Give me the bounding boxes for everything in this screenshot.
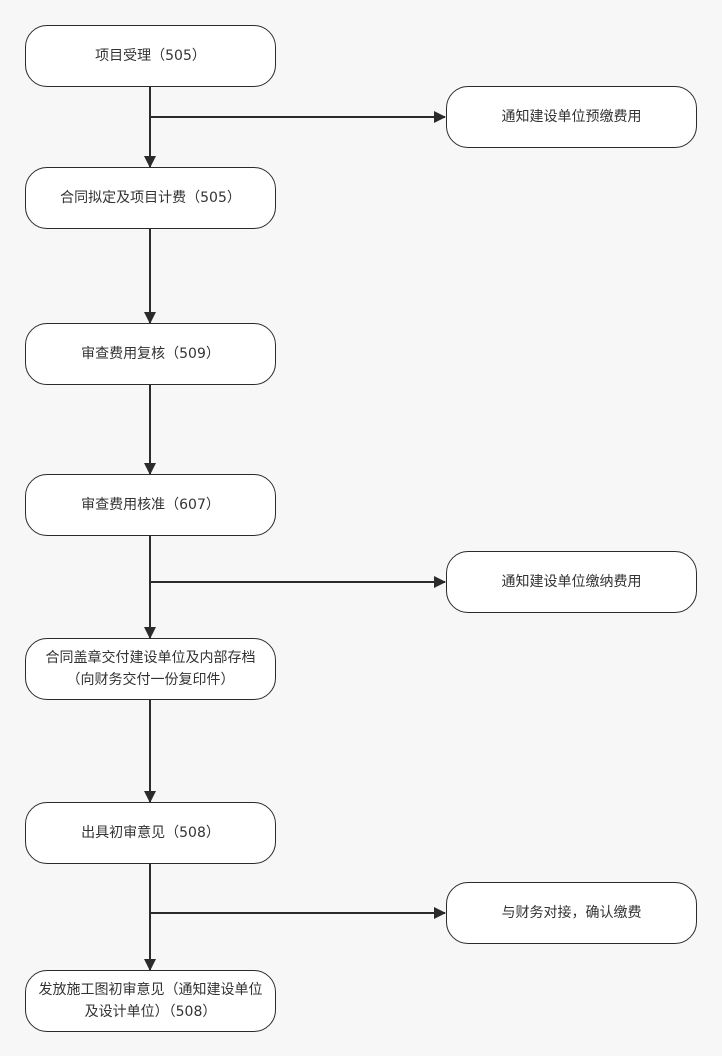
step-project-acceptance: 项目受理（505） (25, 25, 276, 87)
notice-label: 通知建设单位预缴费用 (501, 109, 642, 125)
step-label: 出具初审意见（508） (81, 825, 220, 841)
step-contract-sealing: 合同盖章交付建设单位及内部存档（向财务交付一份复印件） (25, 638, 276, 700)
step-fee-approval: 审查费用核准（607） (25, 474, 276, 536)
notice-label: 与财务对接，确认缴费 (501, 905, 642, 921)
step-label: 审查费用核准（607） (81, 497, 220, 513)
notice-pay-fee: 通知建设单位缴纳费用 (446, 551, 697, 613)
step-issue-opinion: 发放施工图初审意见（通知建设单位及设计单位）（508） (25, 970, 276, 1032)
step-contract-drafting: 合同拟定及项目计费（505） (25, 167, 276, 229)
notice-finance-confirm: 与财务对接，确认缴费 (446, 882, 697, 944)
notice-label: 通知建设单位缴纳费用 (501, 574, 642, 590)
step-label: 发放施工图初审意见（通知建设单位及设计单位）（508） (38, 982, 263, 1020)
notice-prepay-fee: 通知建设单位预缴费用 (446, 86, 697, 148)
step-preliminary-opinion: 出具初审意见（508） (25, 802, 276, 864)
step-fee-review: 审查费用复核（509） (25, 323, 276, 385)
step-label: 审查费用复核（509） (81, 346, 220, 362)
step-label: 合同拟定及项目计费（505） (60, 190, 241, 206)
step-label: 合同盖章交付建设单位及内部存档（向财务交付一份复印件） (45, 650, 256, 688)
step-label: 项目受理（505） (95, 48, 206, 64)
